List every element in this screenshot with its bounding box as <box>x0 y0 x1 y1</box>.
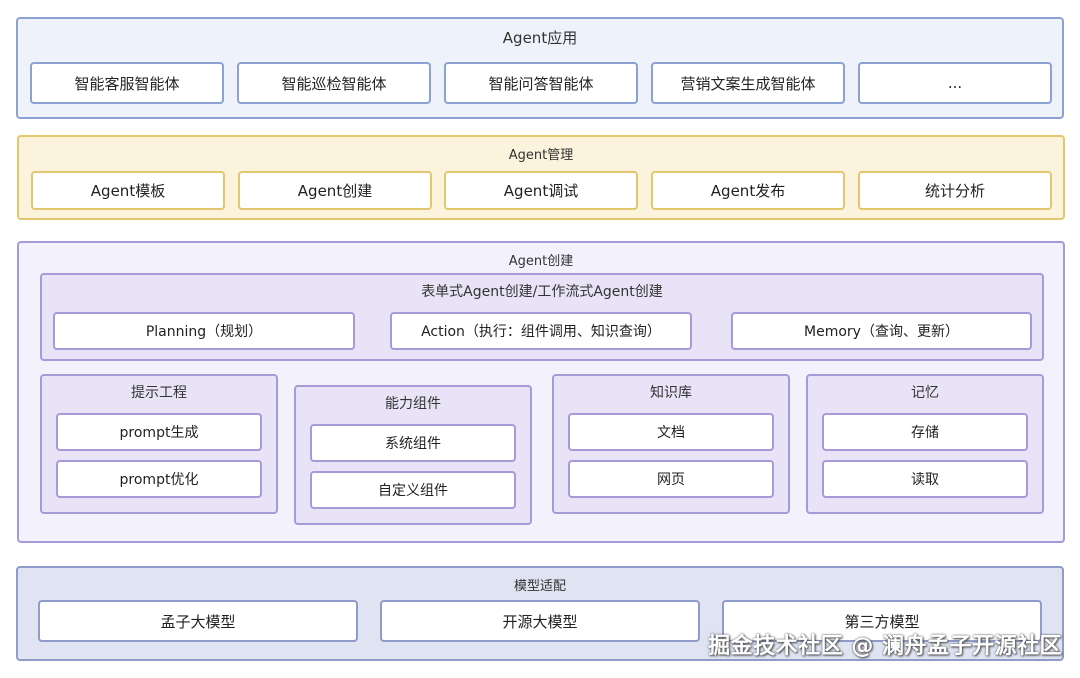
agent-application-layer: Agent应用 智能客服智能体 智能巡检智能体 智能问答智能体 营销文案生成智能… <box>16 17 1064 119</box>
agent-application-title: Agent应用 <box>502 29 578 47</box>
model-adaptation-title: 模型适配 <box>513 579 566 594</box>
agent-creation-layer: Agent创建 表单式Agent创建/工作流式Agent创建 Planning（… <box>17 241 1065 543</box>
app-item-qa: 智能问答智能体 <box>444 62 638 104</box>
app-item-customer-service: 智能客服智能体 <box>30 62 224 104</box>
document-box: 文档 <box>568 413 774 451</box>
mgmt-item-debug: Agent调试 <box>444 171 638 210</box>
mengzi-model-box: 孟子大模型 <box>38 600 358 642</box>
capability-component-group: 能力组件 系统组件 自定义组件 <box>294 385 532 525</box>
app-item-marketing-copy: 营销文案生成智能体 <box>651 62 845 104</box>
memory-group-title: 记忆 <box>911 385 939 401</box>
prompt-optimize-box: prompt优化 <box>56 460 262 498</box>
form-workflow-group: 表单式Agent创建/工作流式Agent创建 Planning（规划） Acti… <box>40 273 1044 361</box>
prompt-generate-box: prompt生成 <box>56 413 262 451</box>
agent-creation-title: Agent创建 <box>508 254 574 269</box>
action-box: Action（执行：组件调用、知识查询） <box>390 312 692 350</box>
system-component-box: 系统组件 <box>310 424 516 462</box>
mgmt-item-publish: Agent发布 <box>651 171 845 210</box>
storage-box: 存储 <box>822 413 1028 451</box>
form-workflow-title: 表单式Agent创建/工作流式Agent创建 <box>421 284 663 300</box>
read-box: 读取 <box>822 460 1028 498</box>
prompt-engineering-title: 提示工程 <box>131 385 187 401</box>
knowledge-base-group: 知识库 文档 网页 <box>552 374 790 514</box>
mgmt-item-create: Agent创建 <box>238 171 432 210</box>
planning-box: Planning（规划） <box>53 312 355 350</box>
prompt-engineering-group: 提示工程 prompt生成 prompt优化 <box>40 374 278 514</box>
knowledge-base-title: 知识库 <box>650 385 692 401</box>
app-item-inspection: 智能巡检智能体 <box>237 62 431 104</box>
model-adaptation-layer: 模型适配 孟子大模型 开源大模型 第三方模型 <box>16 566 1064 661</box>
third-party-model-box: 第三方模型 <box>722 600 1042 642</box>
custom-component-box: 自定义组件 <box>310 471 516 509</box>
open-source-model-box: 开源大模型 <box>380 600 700 642</box>
mgmt-item-template: Agent模板 <box>31 171 225 210</box>
memory-group: 记忆 存储 读取 <box>806 374 1044 514</box>
app-item-more: ... <box>858 62 1052 104</box>
capability-component-title: 能力组件 <box>385 396 441 412</box>
watermark: 掘金技术社区 @ 澜舟孟子开源社区 <box>708 634 1062 659</box>
mgmt-item-statistics: 统计分析 <box>858 171 1052 210</box>
webpage-box: 网页 <box>568 460 774 498</box>
agent-management-layer: Agent管理 Agent模板 Agent创建 Agent调试 Agent发布 … <box>17 135 1065 220</box>
agent-management-title: Agent管理 <box>508 148 574 163</box>
memory-box: Memory（查询、更新） <box>731 312 1032 350</box>
